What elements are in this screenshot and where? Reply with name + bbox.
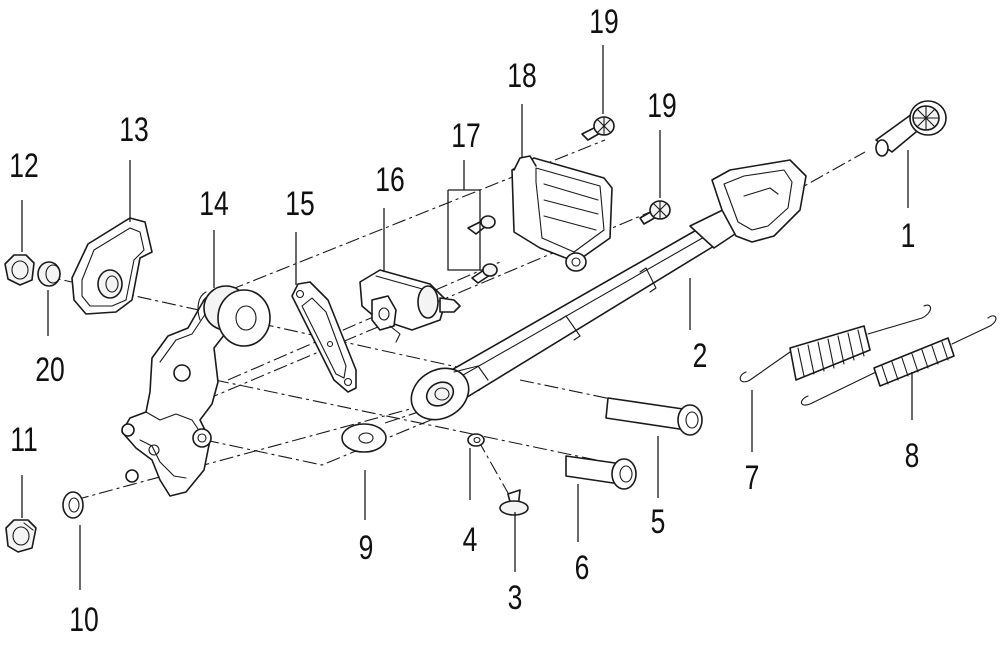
part-18-sensor-housing xyxy=(511,155,613,272)
callout-16: 16 xyxy=(375,161,405,199)
part-6-bolt xyxy=(565,455,637,490)
callout-1: 1 xyxy=(901,217,916,255)
callout-3: 3 xyxy=(508,579,523,617)
callout-7: 7 xyxy=(745,459,760,497)
part-8-spring xyxy=(800,315,997,406)
callout-11: 11 xyxy=(10,421,38,459)
callout-19-upper: 19 xyxy=(589,3,619,41)
part-10-washer xyxy=(62,491,84,519)
callout-17: 17 xyxy=(451,117,481,155)
callout-15: 15 xyxy=(285,185,315,223)
part-12-nut xyxy=(4,254,35,286)
part-16-sidestand-switch xyxy=(359,269,461,343)
part-20-bushing xyxy=(37,261,61,287)
part-5-bolt xyxy=(605,397,703,436)
part-11-nut xyxy=(5,519,37,553)
part-1-pivot-bolt xyxy=(875,100,947,157)
part-4-small-washer xyxy=(467,433,485,447)
part-15-gasket xyxy=(291,281,357,393)
callout-12: 12 xyxy=(9,147,39,185)
callout-9: 9 xyxy=(359,529,374,567)
callout-14: 14 xyxy=(199,185,229,223)
callout-labels: 1 2 3 4 5 6 7 8 9 10 11 12 13 14 15 16 1… xyxy=(9,3,919,639)
callout-20: 20 xyxy=(35,351,65,389)
part-13-plate xyxy=(71,217,153,315)
callout-19-lower: 19 xyxy=(647,87,677,125)
callout-2: 2 xyxy=(693,337,708,375)
part-3-rivet xyxy=(499,489,529,516)
leader-lines xyxy=(21,45,913,590)
callout-18: 18 xyxy=(507,57,537,95)
callout-4: 4 xyxy=(463,521,478,559)
part-19-bolt-lower xyxy=(639,200,671,225)
callout-6: 6 xyxy=(575,549,590,587)
part-14-sidestand-bracket xyxy=(121,285,271,497)
part-7-spring xyxy=(739,304,932,383)
part-17-screws xyxy=(447,189,498,284)
part-9-washer xyxy=(341,423,387,453)
part-2-side-stand xyxy=(410,159,807,421)
callout-5: 5 xyxy=(651,503,666,541)
callout-8: 8 xyxy=(905,437,920,475)
callout-13: 13 xyxy=(119,111,149,149)
part-19-bolt-upper xyxy=(581,116,615,141)
callout-10: 10 xyxy=(69,601,99,639)
